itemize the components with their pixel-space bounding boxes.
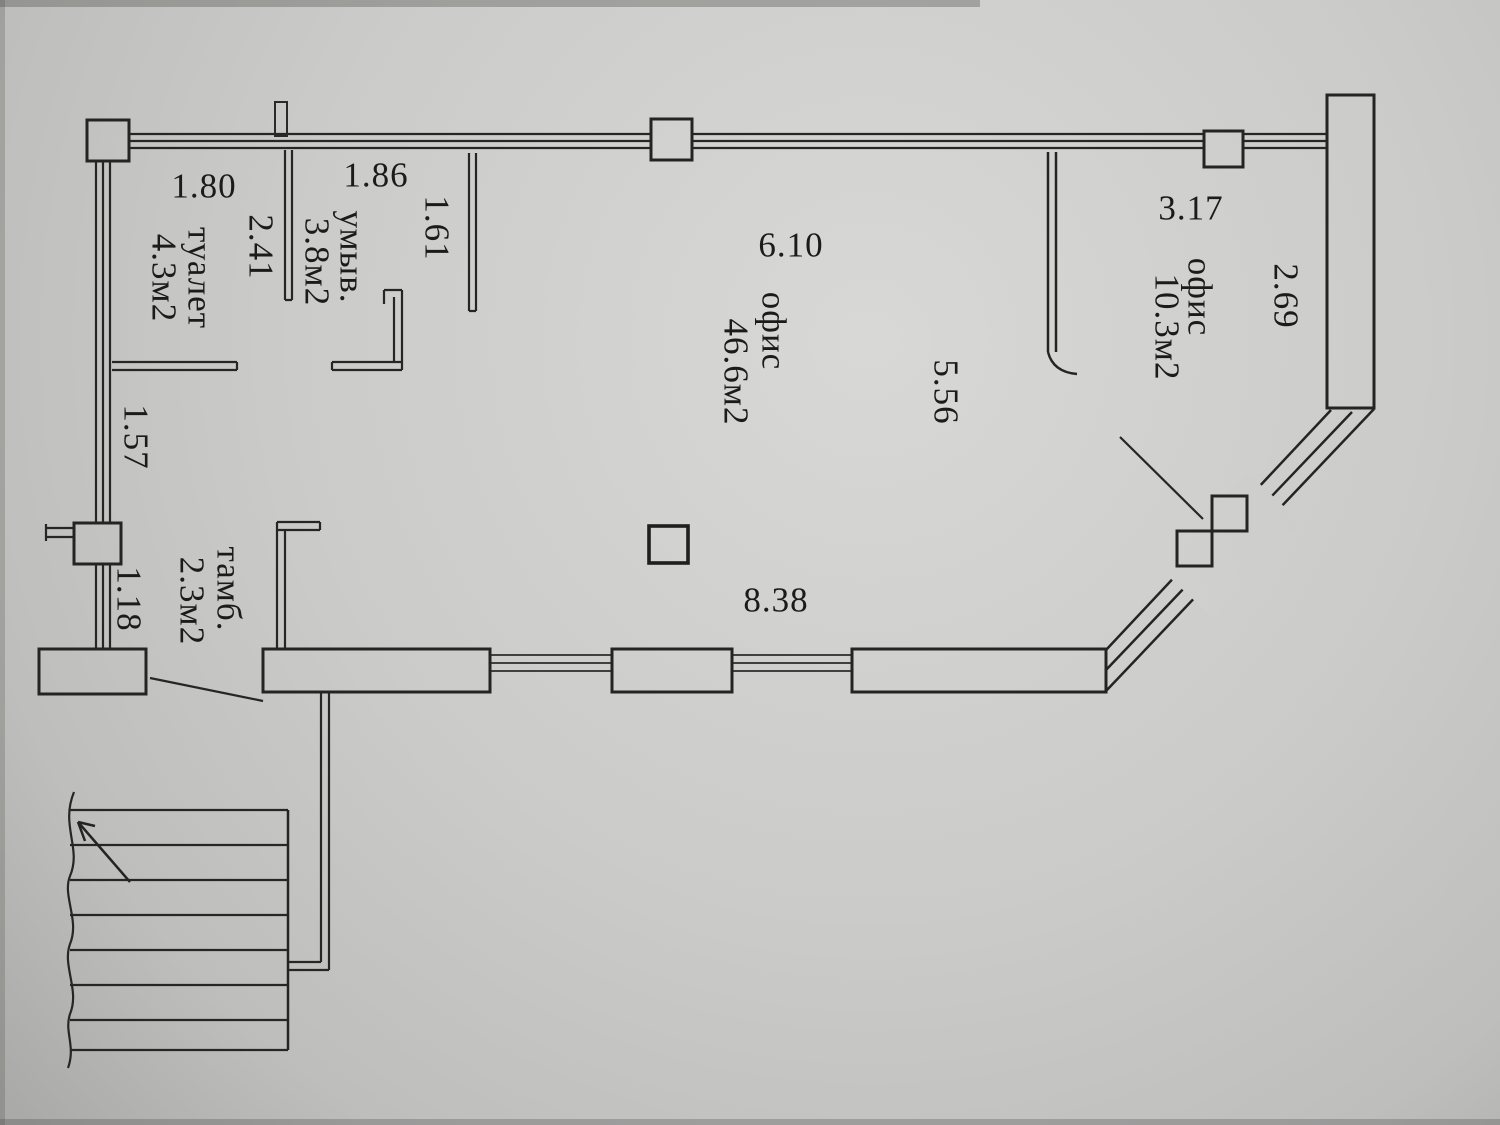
- right-wall-column: [1325, 93, 1376, 410]
- office-width-dimension: 6.10: [758, 226, 823, 265]
- porch-slab: [37, 647, 148, 696]
- left-wall-lower: [94, 563, 112, 652]
- bottom-wall-pier-c: [850, 647, 1108, 694]
- window-2-glazing: [732, 654, 852, 672]
- stair-arrow-head: [76, 820, 96, 842]
- vestibule-wall: [275, 520, 322, 651]
- vestibule-area-label: 2.3м2: [173, 557, 212, 645]
- stair-rail-wall: [287, 692, 331, 972]
- interior-column: [647, 524, 690, 565]
- toilet-width-dimension: 1.80: [171, 167, 236, 206]
- diagonal-door-opening: [1158, 472, 1302, 618]
- office-small-area-label: 10.3м2: [1148, 274, 1187, 381]
- photo-edge-shadow-bottom: [0, 1119, 1500, 1125]
- office-large-area-label: 46.6м2: [717, 319, 756, 426]
- photo-edge-shadow-top: [0, 0, 980, 7]
- stair-steps: [70, 808, 288, 1052]
- washroom-room-label: умыв.: [333, 211, 372, 304]
- wall-post-left-middle: [72, 521, 123, 566]
- entry-left-dimension: 1.18: [110, 566, 149, 631]
- stair-break-line: [66, 791, 76, 1069]
- office-large-room-label: офис: [755, 292, 794, 370]
- office-small-width-dimension: 3.17: [1158, 189, 1223, 228]
- wall-post-top-middle: [649, 117, 694, 162]
- entry-door-leaf: [149, 676, 264, 703]
- vestibule-room-label: тамб.: [210, 547, 249, 632]
- washroom-door-jamb: [382, 288, 404, 370]
- washroom-partition-dimension: 1.61: [418, 195, 457, 260]
- stair-direction-arrow: [77, 821, 131, 883]
- left-wall-stub: [44, 524, 76, 541]
- toilet-room-label: туалет: [181, 227, 220, 329]
- top-wall-tick: [274, 101, 288, 137]
- diagonal-door-jamb-2: [1210, 494, 1249, 533]
- bottom-wall-pier-a: [261, 647, 492, 694]
- partition-washroom-right: [467, 153, 478, 313]
- office-divider-foot: [1046, 351, 1078, 376]
- washroom-width-dimension: 1.86: [343, 156, 408, 195]
- office-small-room-label: офис: [1181, 258, 1220, 336]
- top-wall: [95, 132, 1358, 150]
- left-wall-upper: [94, 160, 112, 525]
- diagonal-door-jamb-1: [1175, 529, 1214, 568]
- photo-edge-shadow-left: [0, 0, 5, 1125]
- washroom-area-label: 3.8м2: [298, 218, 337, 306]
- office-divider-wall: [1046, 152, 1058, 352]
- partition-toilet-washroom: [283, 150, 294, 302]
- office-small-depth-dimension: 2.69: [1267, 263, 1306, 328]
- passage-left-dimension: 1.57: [117, 404, 156, 469]
- washroom-south-wall: [330, 360, 402, 372]
- diagonal-door-leaf: [1119, 436, 1204, 520]
- office-front-dimension: 8.38: [743, 581, 808, 620]
- toilet-depth-dimension: 2.41: [242, 214, 281, 279]
- wall-post-top-right: [1202, 129, 1245, 169]
- wall-post-top-left: [85, 118, 131, 163]
- toilet-south-wall: [112, 360, 239, 372]
- toilet-area-label: 4.3м2: [145, 234, 184, 322]
- window-1-glazing: [490, 654, 612, 672]
- office-depth-dimension: 5.56: [927, 359, 966, 424]
- bottom-wall-pier-b: [610, 647, 734, 694]
